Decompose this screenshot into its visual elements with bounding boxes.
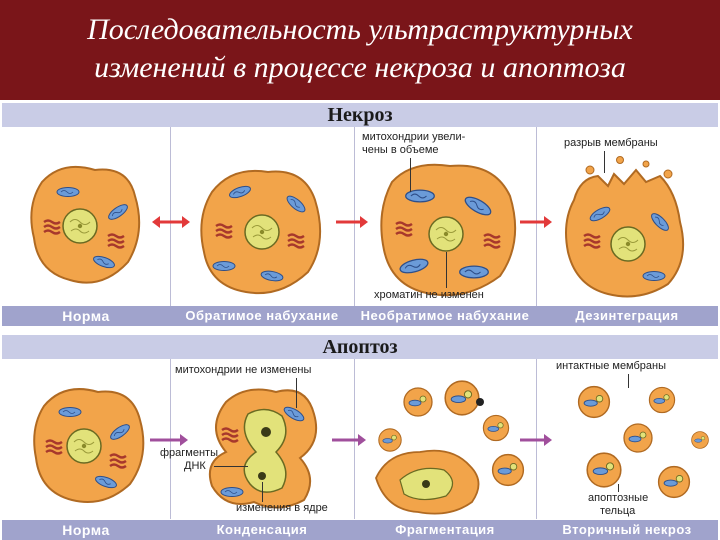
necrosis-header: Некроз xyxy=(2,103,718,127)
annotation-chromatin-unchanged: хроматин не изменен xyxy=(374,289,484,301)
apoptosis-stage-2: Конденсация xyxy=(216,522,308,537)
annotation-mito-unchanged: митохондрии не изменены xyxy=(175,364,312,376)
apoptosis-fragmentation-cells xyxy=(375,380,525,515)
necrosis-arrow-2 xyxy=(336,216,368,228)
apoptosis-arrow-1 xyxy=(150,434,188,446)
apoptosis-condensation-cell xyxy=(208,388,318,509)
apoptosis-stage-1: Норма xyxy=(62,522,110,538)
leader-membrane-rupture xyxy=(604,151,605,173)
necrosis-stage-3: Необратимое набухание xyxy=(360,308,530,323)
annotation-dna-fragments-2: ДНК xyxy=(184,460,206,472)
apoptosis-normal-cell xyxy=(33,388,145,503)
necrosis-heading: Некроз xyxy=(327,104,393,126)
annotation-apoptotic-bodies-2: тельца xyxy=(600,505,636,517)
necrosis-reversible-swelling-cell xyxy=(200,169,322,295)
apoptosis-heading: Апоптоз xyxy=(322,336,398,358)
annotation-apoptotic-bodies-1: апоптозные xyxy=(588,492,649,504)
annotation-dna-fragments-1: фрагменты xyxy=(160,447,218,459)
apoptosis-stage-3: Фрагментация xyxy=(395,522,495,537)
annotation-nucleus-changes: изменения в ядре xyxy=(236,502,328,514)
leader-dna-fragments xyxy=(214,466,248,467)
necrosis-stage-4: Дезинтеграция xyxy=(575,308,679,323)
apoptosis-arrow-2 xyxy=(332,434,366,446)
necrosis-stage-1: Норма xyxy=(62,308,110,324)
leader-mito-unchanged xyxy=(296,378,297,408)
leader-intact-membranes xyxy=(628,374,629,388)
necrosis-separator-1 xyxy=(170,127,171,307)
annotation-intact-membranes: интактные мембраны xyxy=(556,360,667,372)
leader-chromatin xyxy=(446,252,447,288)
necrosis-irreversible-swelling-cell xyxy=(380,163,517,297)
necrosis-separator-2 xyxy=(354,127,355,307)
annotation-membrane-rupture: разрыв мембраны xyxy=(564,137,658,149)
necrosis-arrow-3 xyxy=(520,216,552,228)
necrosis-stage-bar: Норма Обратимое набухание Необратимое на… xyxy=(2,306,718,326)
necrosis-stage-2: Обратимое набухание xyxy=(185,308,339,323)
necrosis-normal-cell xyxy=(30,166,141,284)
leader-mito-enlarged xyxy=(410,158,411,192)
annotation-mito-enlarged-2: чены в объеме xyxy=(362,144,439,156)
necrosis-arrow-1 xyxy=(152,216,190,228)
apoptosis-arrow-3 xyxy=(520,434,552,446)
necrosis-separator-3 xyxy=(536,127,537,307)
apoptosis-header: Апоптоз xyxy=(2,335,718,359)
apoptosis-stage-4: Вторичный некроз xyxy=(562,522,692,537)
leader-nucleus-changes xyxy=(262,482,263,502)
necrosis-disintegration-cell xyxy=(565,156,685,298)
apoptosis-secondary-necrosis-cells xyxy=(577,385,709,499)
title-bar: Последовательность ультраструктурных изм… xyxy=(0,0,720,100)
title-line-2: изменений в процессе некроза и апоптоза xyxy=(94,51,626,84)
leader-apoptotic-bodies xyxy=(618,484,619,492)
annotation-mito-enlarged-1: митохондрии увели- xyxy=(362,131,466,143)
apoptosis-stage-bar: Норма Конденсация Фрагментация Вторичный… xyxy=(2,520,718,540)
title-line-1: Последовательность ультраструктурных xyxy=(87,13,633,46)
